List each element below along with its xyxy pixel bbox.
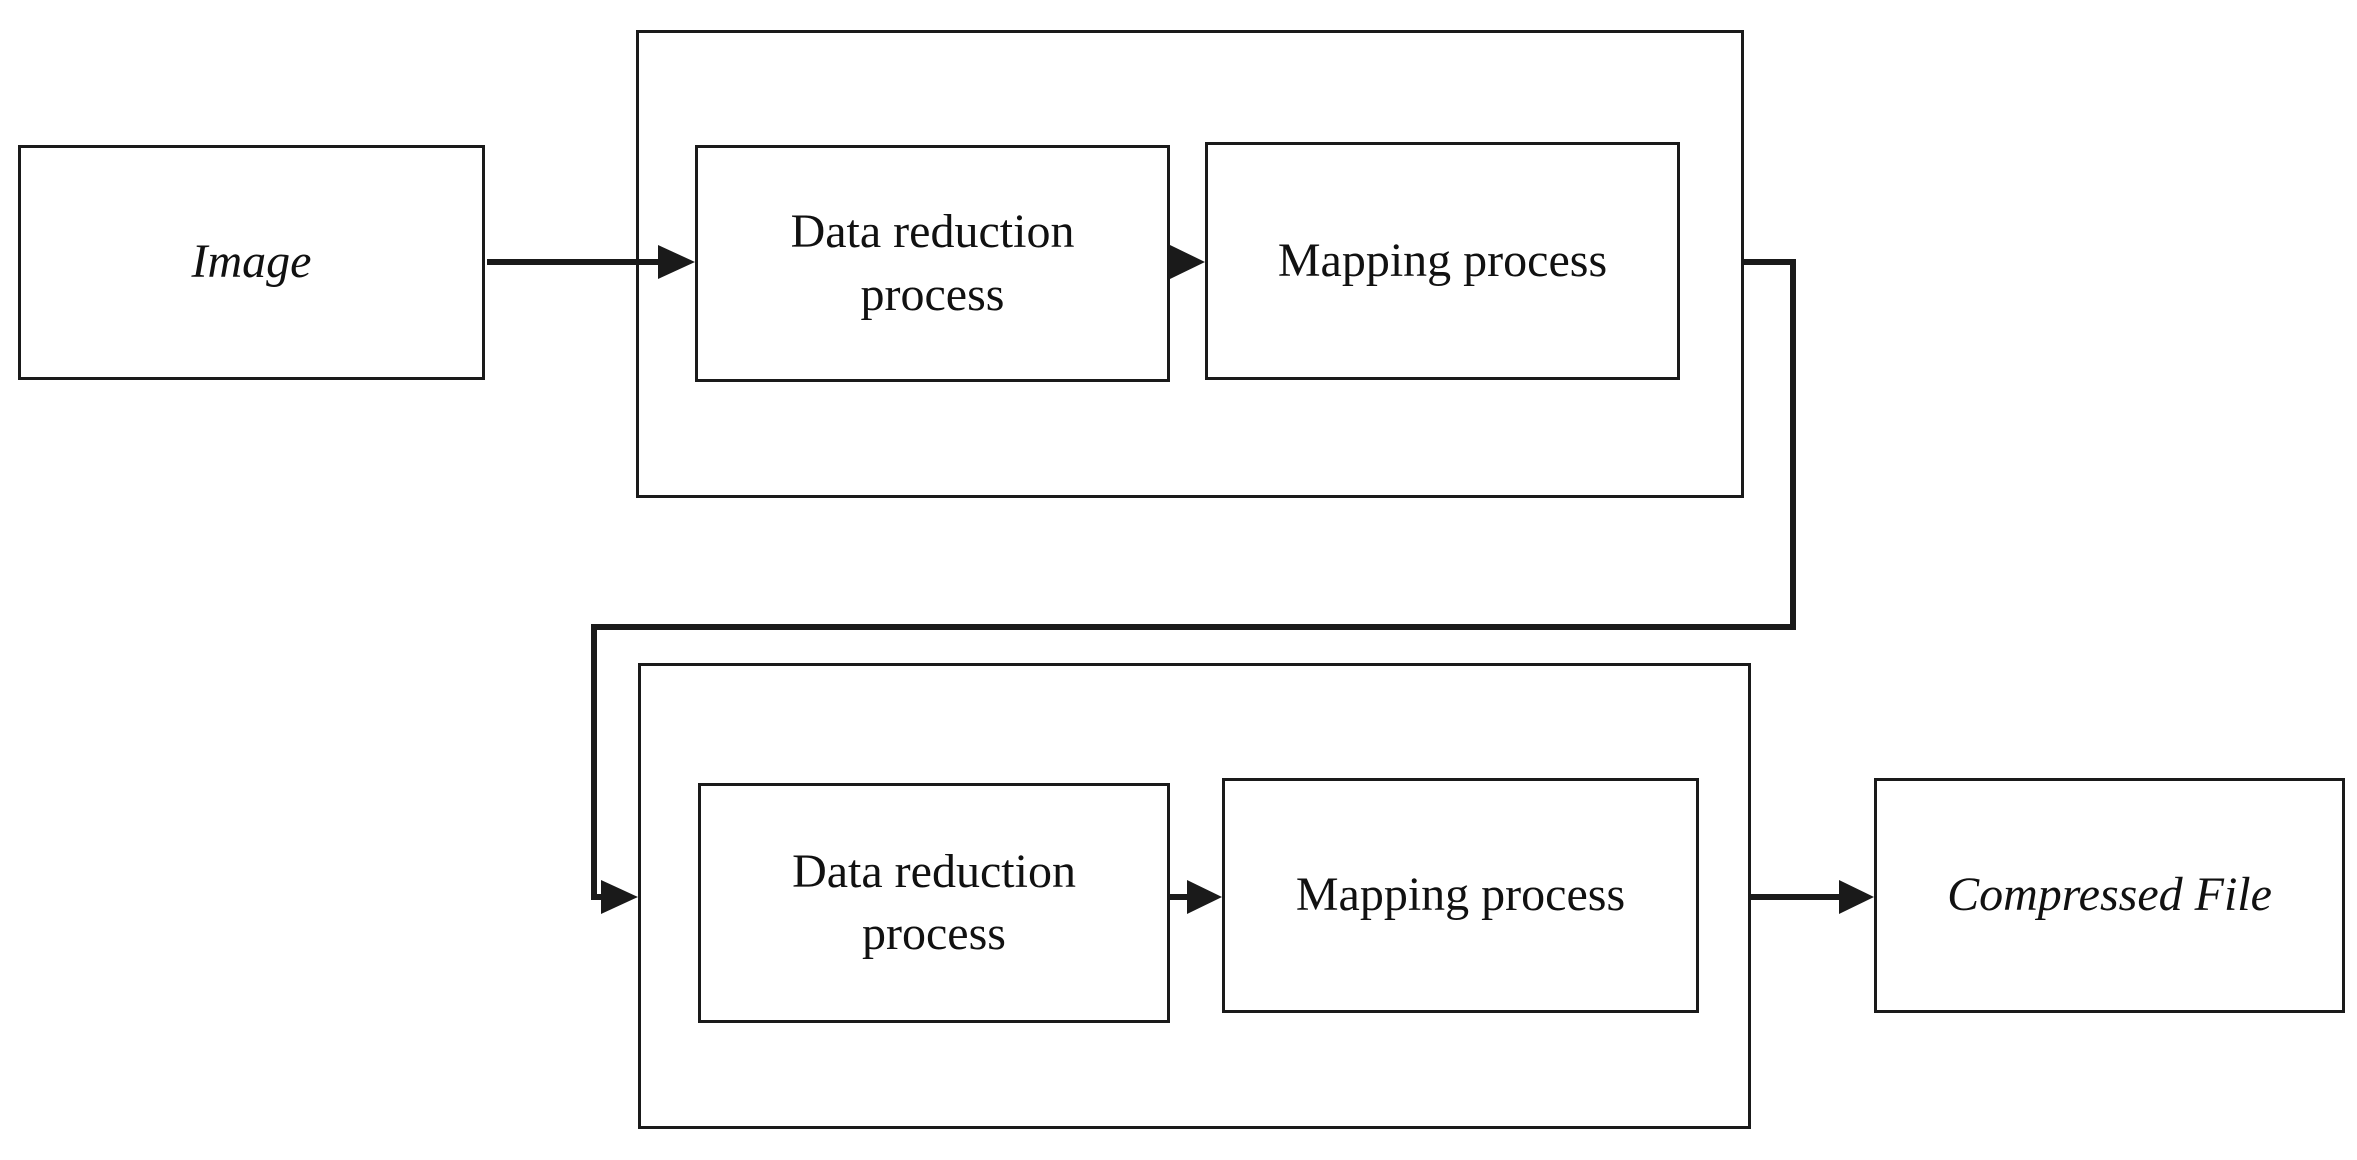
node-data-reduction-bottom-label: Data reduction process (792, 844, 1076, 960)
node-mapping-top-label: Mapping process (1277, 233, 1608, 287)
node-compressed-file: Compressed File (1874, 778, 2345, 1013)
node-image: Image (18, 145, 485, 380)
node-image-label: Image (191, 235, 312, 289)
arrow-group-bottom-to-compressed-file (1751, 880, 1874, 914)
node-mapping-bottom-label: Mapping process (1295, 868, 1626, 922)
node-data-reduction-bottom: Data reduction process (698, 783, 1170, 1023)
node-data-reduction-top-label: Data reduction process (790, 205, 1075, 321)
node-mapping-bottom: Mapping process (1222, 778, 1699, 1013)
node-compressed-file-label: Compressed File (1947, 868, 2272, 922)
node-data-reduction-top: Data reduction process (695, 145, 1170, 382)
node-mapping-top: Mapping process (1205, 142, 1680, 380)
